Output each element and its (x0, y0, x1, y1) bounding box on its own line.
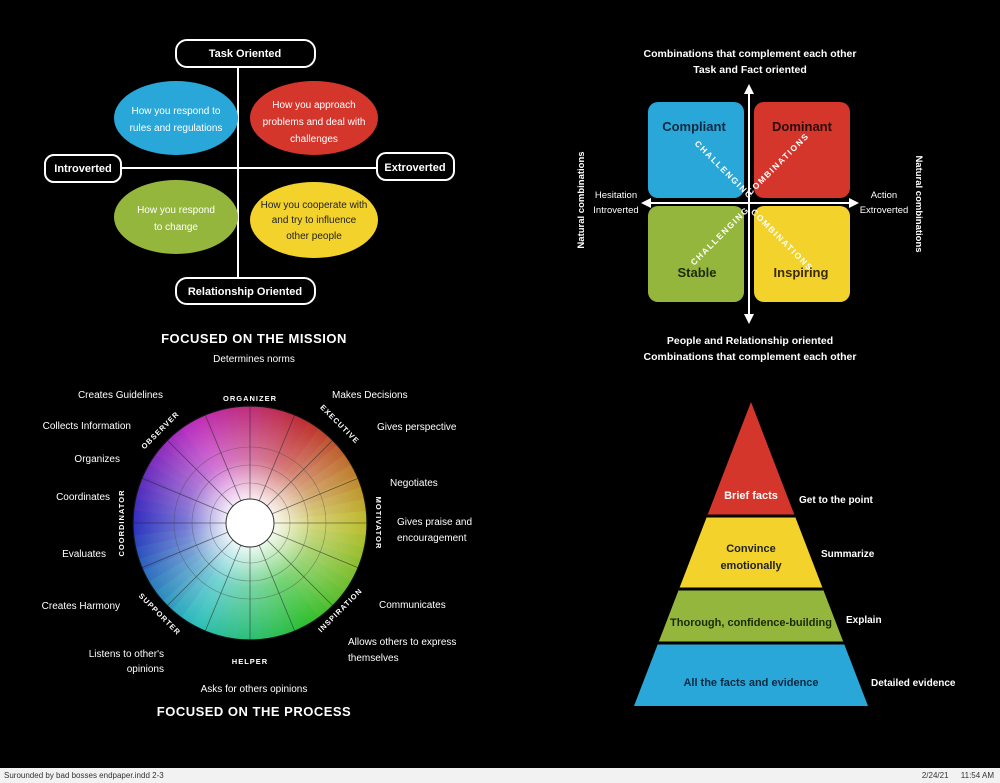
focused-process-title: FOCUSED ON THE PROCESS (157, 704, 351, 719)
ring-label-coordinator: COORDINATOR (117, 490, 126, 557)
hesitation-label: Hesitation (595, 190, 637, 201)
asks-for-opinions: Asks for others opinions (201, 684, 308, 695)
task-oriented-label: Task Oriented (209, 48, 282, 60)
dominant-square (754, 102, 850, 198)
action-label: Action (871, 190, 897, 201)
convince-line1: Convince (726, 543, 776, 555)
creates-harmony: Creates Harmony (42, 601, 120, 612)
makes-decisions: Makes Decisions (332, 390, 408, 401)
wheel-ring (173, 446, 327, 600)
communicates: Communicates (379, 600, 446, 611)
focused-mission-title: FOCUSED ON THE MISSION (161, 331, 347, 346)
oval-rules-line1: How you respond to (132, 106, 221, 117)
coordinates: Coordinates (56, 492, 110, 503)
pyramid-level-thorough (634, 589, 868, 643)
oval-change (114, 180, 238, 254)
oval-rules (114, 81, 238, 155)
arrow-up-icon (744, 84, 754, 94)
ring-label-motivator: MOTIVATOR (374, 497, 383, 550)
footer-date: 2/24/21 (921, 771, 949, 780)
combos-bottom-line2: Combinations that complement each other (644, 351, 857, 363)
pyramid-diagram: Brief facts Convince emotionally Thoroug… (634, 402, 956, 706)
oval-change-line2: to change (154, 222, 198, 233)
footer-time: 11:54 AM (960, 771, 994, 780)
inspiring-label: Inspiring (774, 265, 829, 280)
oval-problems (250, 81, 378, 155)
gives-perspective: Gives perspective (377, 422, 457, 433)
extroverted-side-label: Extroverted (860, 205, 909, 216)
organizes: Organizes (74, 454, 120, 465)
oval-influence-line1: How you cooperate with (261, 200, 368, 211)
combos-top-line2: Task and Fact oriented (693, 64, 807, 76)
task-oriented-box (175, 39, 316, 68)
allows-others-line2: themselves (348, 653, 399, 664)
thorough-label: Thorough, confidence-building (670, 617, 832, 629)
combos-bottom-line1: People and Relationship oriented (667, 335, 833, 347)
arrow-left-icon (641, 198, 651, 208)
oval-change-line1: How you respond (137, 205, 215, 216)
relationship-oriented-label: Relationship Oriented (188, 286, 302, 298)
allows-others-line1: Allows others to express (348, 637, 456, 648)
oval-influence (250, 182, 378, 258)
introverted-label: Introverted (54, 163, 111, 175)
negotiates: Negotiates (390, 478, 438, 489)
explain-label: Explain (846, 615, 882, 626)
creates-guidelines: Creates Guidelines (78, 390, 163, 401)
combinations-diagram: Combinations that complement each other … (576, 48, 924, 363)
ring-label-organizer: ORGANIZER (223, 394, 277, 403)
evaluates: Evaluates (62, 549, 106, 560)
footer-filename: Surounded by bad bosses endpaper.indd 2-… (4, 771, 164, 780)
convince-line2: emotionally (720, 560, 782, 572)
detailed-evidence-label: Detailed evidence (871, 678, 956, 689)
wheel-outline (132, 405, 368, 641)
color-wheel-diagram: FOCUSED ON THE MISSION Determines norms … (42, 331, 472, 719)
stable-square (648, 206, 744, 302)
ring-label-helper: HELPER (232, 657, 268, 666)
brief-facts-label: Brief facts (724, 490, 778, 502)
arrow-right-icon (849, 198, 859, 208)
print-footer: Surounded by bad bosses endpaper.indd 2-… (0, 768, 1000, 783)
extroverted-label: Extroverted (384, 162, 445, 174)
introverted-box (44, 154, 122, 183)
oval-influence-line2: and try to influence (272, 215, 357, 226)
wheel-ring (191, 464, 309, 582)
oval-problems-line2: problems and deal with (263, 117, 366, 128)
natural-combinations-left: Natural combinations (576, 151, 587, 248)
relationship-oriented-box (175, 277, 316, 305)
oval-influence-line3: other people (286, 231, 342, 242)
extroverted-box (376, 152, 455, 181)
introverted-side-label: Introverted (593, 205, 638, 216)
footer-timestamp: 2/24/21 11:54 AM (912, 771, 994, 780)
stable-label: Stable (677, 265, 716, 280)
listens-line2: opinions (127, 664, 164, 675)
compliant-square (648, 102, 744, 198)
all-facts-label: All the facts and evidence (683, 677, 818, 689)
oval-rules-line2: rules and regulations (130, 123, 223, 134)
collects-information: Collects Information (43, 421, 131, 432)
gives-praise-line1: Gives praise and (397, 517, 472, 528)
oval-problems-line3: challenges (290, 134, 338, 145)
wheel-center (225, 498, 275, 548)
dominant-label: Dominant (772, 119, 833, 134)
pyramid-level-facts (634, 643, 868, 706)
arrow-down-icon (744, 314, 754, 324)
get-to-point-label: Get to the point (799, 495, 874, 506)
compliant-label: Compliant (662, 119, 726, 134)
listens-line1: Listens to other's (89, 649, 164, 660)
summarize-label: Summarize (821, 549, 875, 560)
gives-praise-line2: encouragement (397, 533, 467, 544)
combos-top-line1: Combinations that complement each other (644, 48, 857, 60)
inspiring-square (754, 206, 850, 302)
axes-diagram: Task Oriented Relationship Oriented Intr… (44, 39, 455, 305)
wheel-ring (209, 482, 291, 564)
determines-norms-label: Determines norms (213, 354, 295, 365)
natural-combinations-right: Natural combinations (913, 155, 924, 252)
oval-problems-line1: How you approach (272, 100, 355, 111)
